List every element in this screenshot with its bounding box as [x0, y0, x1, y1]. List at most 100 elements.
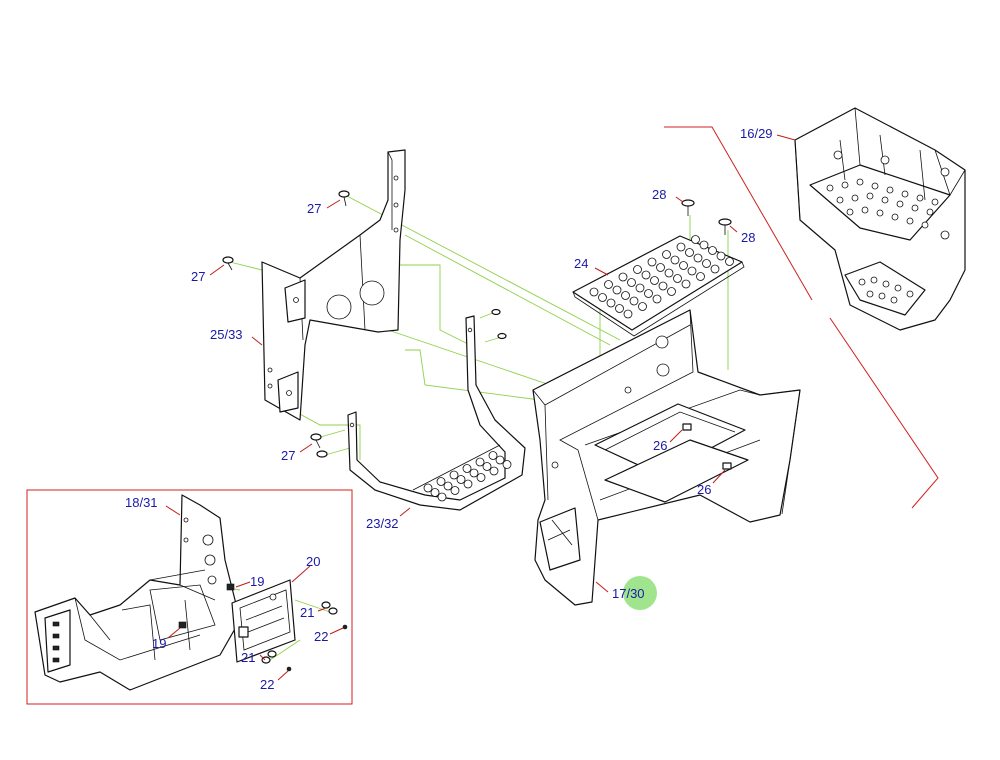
label-25-33: 25/33 [210, 327, 243, 342]
label-22-lower: 22 [260, 677, 274, 692]
tread-hole [612, 285, 622, 295]
tread-hole [598, 293, 607, 302]
tread-hole [437, 492, 447, 502]
tread-hole [696, 272, 705, 281]
tread-hole [629, 296, 639, 306]
tread-hole [664, 268, 674, 278]
bolt-28-right [718, 218, 732, 235]
tread-hole [687, 266, 697, 276]
label-19-lower: 19 [152, 636, 166, 651]
tread-hole [463, 479, 473, 489]
label-17-30: 17/30 [612, 586, 645, 601]
tread-hole [436, 477, 446, 486]
tread-hole [589, 287, 599, 297]
fastener-22-lower [286, 666, 292, 672]
fastener-22-upper [342, 624, 348, 630]
part-18-31-step-housing [34, 494, 241, 691]
tread-hole [476, 473, 486, 482]
label-23-32: 23/32 [366, 516, 399, 531]
tread-hole [618, 272, 628, 282]
fastener-21-upper [321, 601, 338, 615]
tread-hole [662, 250, 671, 259]
tread-hole [604, 280, 613, 289]
label-28-right: 28 [741, 230, 755, 245]
tread-hole [488, 451, 498, 460]
label-20: 20 [306, 554, 320, 569]
tread-hole [495, 455, 505, 465]
tread-holes-23 [423, 451, 512, 502]
tread-hole [656, 263, 665, 272]
part-25-33-bracket [261, 149, 406, 421]
tread-hole [502, 460, 512, 469]
tread-hole [475, 457, 485, 467]
label-24: 24 [574, 256, 588, 271]
part-17-30-step-box [532, 309, 801, 606]
tread-hole [650, 276, 659, 285]
tread-hole [670, 255, 680, 265]
tread-hole [725, 257, 734, 266]
tread-hole [667, 287, 676, 296]
tread-hole [681, 279, 691, 289]
part-16-29-step-assembly [794, 107, 966, 331]
tread-hole [710, 264, 720, 274]
label-26-lower: 26 [697, 482, 711, 497]
tread-hole [456, 475, 466, 484]
tread-hole [676, 242, 686, 252]
tread-holes-24 [589, 235, 734, 319]
part-20-latch-plate [231, 579, 296, 663]
label-21-lower: 21 [241, 650, 255, 665]
tread-hole [685, 248, 694, 257]
tread-hole [633, 265, 642, 274]
bolt-27-lower [310, 433, 328, 458]
label-18-31: 18/31 [125, 495, 158, 510]
tread-hole [693, 253, 703, 263]
tread-hole [658, 281, 668, 291]
label-16-29: 16/29 [740, 126, 773, 141]
tread-hole [615, 304, 624, 313]
tread-hole [462, 464, 472, 473]
tread-hole [423, 483, 433, 493]
part-labels: 16/29 28 28 24 27 27 25/33 27 26 26 23/3… [125, 126, 773, 692]
tread-hole [641, 270, 651, 280]
tread-hole [638, 302, 647, 311]
label-27-lower: 27 [281, 448, 295, 463]
breakout-line-lower [829, 317, 939, 509]
tread-hole [679, 261, 688, 270]
bolts-mid [491, 308, 507, 340]
tread-holes-16 [826, 178, 939, 304]
part-24-tread-plate [572, 235, 745, 337]
tread-hole [647, 257, 657, 267]
tread-hole [489, 466, 499, 476]
tread-hole [482, 462, 492, 471]
tread-hole [623, 309, 633, 319]
label-22-upper: 22 [314, 629, 328, 644]
label-19-upper: 19 [250, 574, 264, 589]
fastener-19-lower [178, 621, 187, 629]
label-leaders [165, 134, 796, 681]
part-23-32-lower-step [347, 315, 526, 511]
tread-hole [699, 240, 709, 250]
tread-hole [644, 289, 653, 298]
tread-hole [716, 251, 726, 261]
tread-hole [621, 291, 630, 300]
tread-hole [469, 468, 479, 478]
label-27-left: 27 [191, 269, 205, 284]
bolt-28-left [681, 199, 695, 216]
bolt-27-left [222, 256, 234, 271]
tread-hole [449, 470, 459, 480]
detail-inset-frame [26, 489, 353, 705]
tread-hole [443, 481, 453, 491]
tread-hole [652, 294, 662, 304]
bolt-27-top [338, 190, 350, 207]
tread-hole [450, 486, 460, 495]
tread-hole [627, 278, 636, 287]
label-28-left: 28 [652, 187, 666, 202]
label-21-upper: 21 [300, 605, 314, 620]
tread-hole [673, 274, 682, 283]
tread-hole [606, 298, 616, 308]
tread-hole [691, 235, 700, 244]
label-27-top: 27 [307, 201, 321, 216]
breakout-line-upper [664, 126, 813, 301]
fastener-19-upper [226, 583, 235, 591]
